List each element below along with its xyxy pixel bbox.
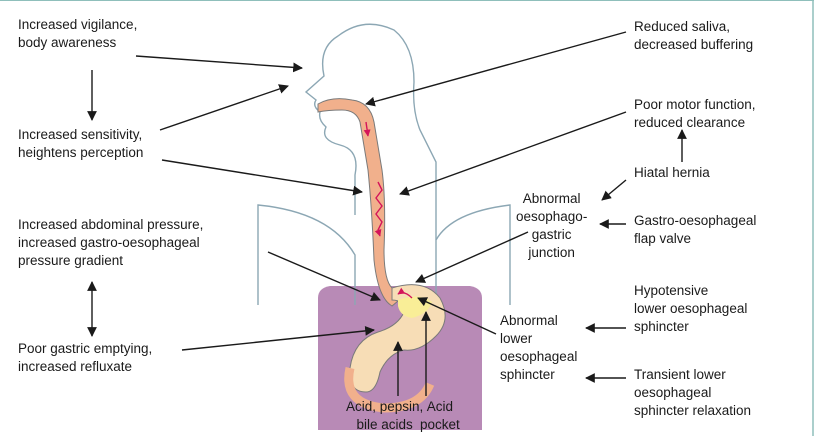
arrow-sensitivity-oesophagus [162,160,362,192]
arrow-hiatal-down [602,180,626,200]
label-vigilance: Increased vigilance,body awareness [18,16,137,52]
label-sensitivity: Increased sensitivity,heightens percepti… [18,126,143,162]
label-motor-function: Poor motor function,reduced clearance [634,96,756,132]
label-acid-pepsin: Acid, pepsin,bile acids [346,398,423,434]
arrow-motor [400,112,626,194]
label-gastric-emptying: Poor gastric emptying,increased refluxat… [18,340,152,376]
arrow-sensitivity-head [160,86,288,130]
label-hiatal-hernia: Hiatal hernia [634,164,710,182]
arrow-egj [416,232,528,282]
arrow-vigilance [136,56,302,68]
label-saliva: Reduced saliva,decreased buffering [634,18,753,54]
oesophagus [318,99,404,306]
label-abdominal-pressure: Increased abdominal pressure,increased g… [18,216,203,270]
